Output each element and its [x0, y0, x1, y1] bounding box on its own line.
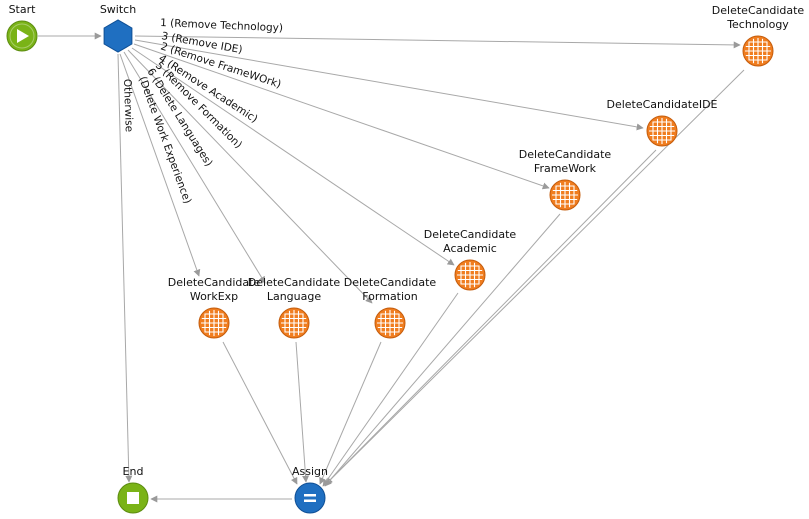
aggregate-icon: [646, 115, 678, 147]
edge-label-del_technology: 1 (Remove Technology): [160, 17, 283, 34]
aggregate-icon: [278, 307, 310, 339]
connector-switch-to-del_workexp[interactable]: [119, 53, 201, 277]
node-start[interactable]: Start: [6, 3, 38, 52]
aggregate-icon: [454, 259, 486, 291]
aggregate-icon: [549, 179, 581, 211]
aggregate-icon: [742, 35, 774, 67]
node-label: DeleteCandidate: [712, 4, 805, 17]
connector-del_formation-to-assign[interactable]: [319, 341, 382, 485]
stop-icon: [117, 482, 149, 514]
node-label: Academic: [443, 242, 497, 255]
aggregate-icon: [374, 307, 406, 339]
node-label: Language: [267, 290, 322, 303]
node-end[interactable]: End: [117, 465, 149, 514]
node-label: FrameWork: [534, 162, 597, 175]
connector-del_workexp-to-assign[interactable]: [222, 341, 298, 485]
node-label: DeleteCandidate: [424, 228, 517, 241]
connector-switch-to-del_formation[interactable]: [127, 49, 373, 304]
node-label: WorkExp: [190, 290, 238, 303]
edges-layer: [38, 32, 745, 503]
connector-del_academic-to-assign[interactable]: [322, 292, 459, 487]
node-label: DeleteCandidate: [168, 276, 261, 289]
connector-switch-to-end[interactable]: [117, 53, 133, 483]
connector-switch-to-del_language[interactable]: [123, 51, 266, 284]
node-label: DeleteCandidateIDE: [606, 98, 717, 111]
edge-label-end: Otherwise: [121, 79, 135, 133]
connector-switch-to-del_academic[interactable]: [131, 47, 455, 266]
node-label: Formation: [362, 290, 418, 303]
node-assign[interactable]: Assign: [292, 465, 328, 514]
edge-labels-layer: 1 (Remove Technology)3 (Remove IDE)2 (Re…: [121, 17, 283, 205]
node-del-ide[interactable]: DeleteCandidateIDE: [606, 98, 718, 147]
node-label: Start: [9, 3, 37, 16]
connector-del_ide-to-assign[interactable]: [324, 149, 657, 486]
connector-switch-to-del_framework[interactable]: [133, 43, 550, 190]
node-label: DeleteCandidate: [519, 148, 612, 161]
node-label: Switch: [100, 3, 136, 16]
connector-del_language-to-assign[interactable]: [295, 341, 310, 483]
aggregate-icon: [198, 307, 230, 339]
connector-del_framework-to-assign[interactable]: [324, 213, 561, 487]
node-label: Technology: [726, 18, 789, 31]
node-label: Assign: [292, 465, 328, 478]
node-label: DeleteCandidate: [344, 276, 437, 289]
play-icon: [6, 20, 38, 52]
connector-switch-to-del_ide[interactable]: [134, 39, 644, 131]
connector-switch-to-del_technology[interactable]: [134, 35, 741, 49]
node-label: End: [123, 465, 144, 478]
node-label: DeleteCandidate: [248, 276, 341, 289]
hexagon-icon: [103, 19, 133, 53]
equals-icon: [294, 482, 326, 514]
node-switch[interactable]: Switch: [100, 3, 136, 53]
